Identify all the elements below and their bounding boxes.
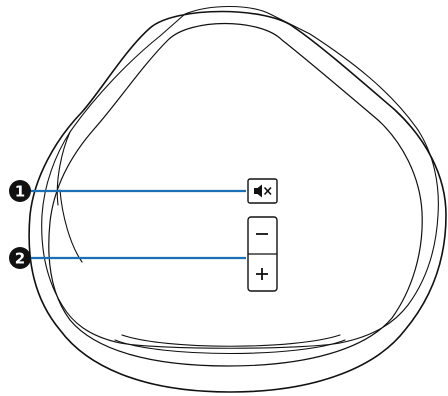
- plus-icon: [256, 268, 268, 280]
- speaker-left-facet-2: [59, 189, 83, 263]
- callout-1: 1: [9, 180, 246, 202]
- speaker-body: [28, 5, 447, 393]
- callout-1-number: 1: [15, 183, 25, 201]
- volume-buttons: [247, 216, 278, 292]
- callout-1-badge: [9, 180, 31, 202]
- speaker-left-facet: [56, 131, 71, 206]
- volume-down-button[interactable]: [249, 218, 276, 253]
- speaker-bottom-rim-2: [121, 334, 341, 347]
- speaker-top-panel: [41, 5, 439, 349]
- speaker-mute-icon: [254, 184, 272, 198]
- callout-2-number: 2: [15, 250, 25, 268]
- speaker-outer-outline: [28, 10, 447, 393]
- speaker-bottom-rim-1: [114, 339, 346, 355]
- volume-up-button[interactable]: [249, 255, 276, 290]
- callout-2-badge: [9, 247, 31, 269]
- mute-button[interactable]: [247, 178, 278, 204]
- volume-down-hitbox[interactable]: [249, 218, 276, 253]
- callout-2: 2: [9, 247, 246, 269]
- speaker-inner-contour: [48, 22, 423, 367]
- mute-button-frame[interactable]: [247, 178, 278, 204]
